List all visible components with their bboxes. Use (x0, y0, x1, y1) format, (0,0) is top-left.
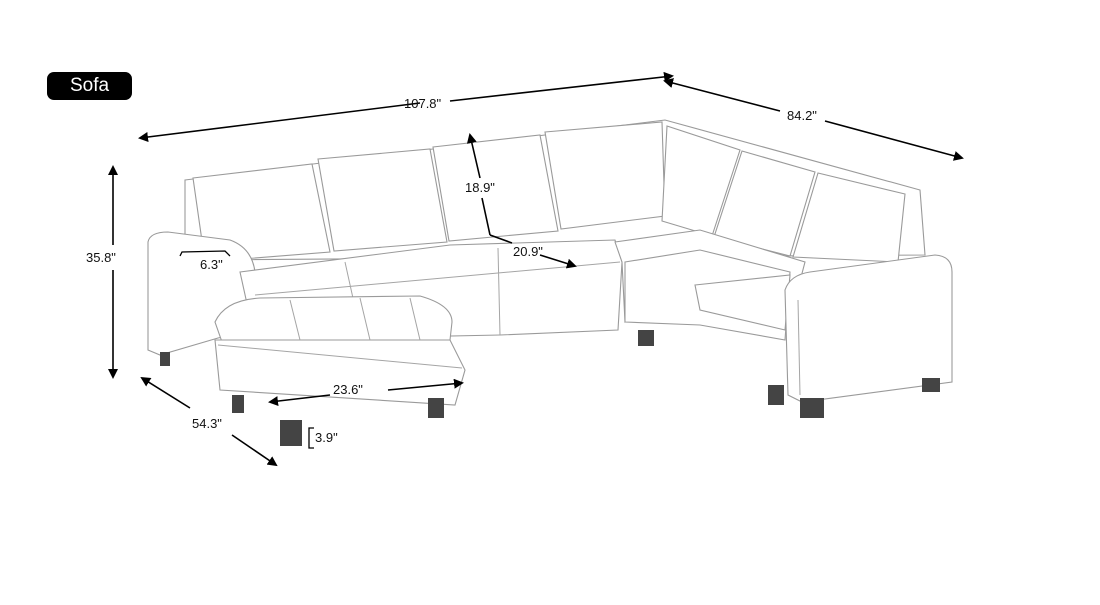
overall-width-label: 107.8" (404, 96, 442, 111)
back-height-label: 18.9" (465, 180, 495, 195)
chaise-width-label: 23.6" (333, 382, 363, 397)
dimension-lines (108, 71, 964, 467)
title-badge: Sofa (47, 72, 132, 100)
sofa-drawing (147, 119, 953, 446)
leg-height-label: 3.9" (315, 430, 338, 445)
arm-width-label: 6.3" (200, 257, 223, 272)
height-label: 35.8" (86, 250, 116, 265)
chaise-depth-label: 54.3" (192, 416, 222, 431)
side-depth-label: 84.2" (787, 108, 817, 123)
seat-depth-label: 20.9" (513, 244, 543, 259)
